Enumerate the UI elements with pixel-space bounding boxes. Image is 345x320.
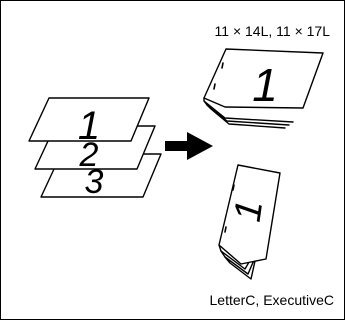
- landscape-booklet-number: 1: [252, 59, 278, 111]
- stack-page-3-number: 3: [85, 163, 104, 201]
- top-formats-label: 11 × 14L, 11 × 17L: [215, 23, 331, 39]
- page-stack: 3 2 1: [28, 97, 162, 201]
- landscape-booklet: 1: [203, 48, 324, 129]
- right-arrow-icon: [165, 132, 213, 160]
- stack-page-1: 1: [28, 97, 150, 148]
- bottom-formats-label: LetterC, ExecutiveC: [210, 292, 335, 308]
- stack-page-1-number: 1: [78, 104, 100, 148]
- stack-page-2-number: 2: [79, 136, 99, 174]
- portrait-booklet: 1: [218, 164, 281, 280]
